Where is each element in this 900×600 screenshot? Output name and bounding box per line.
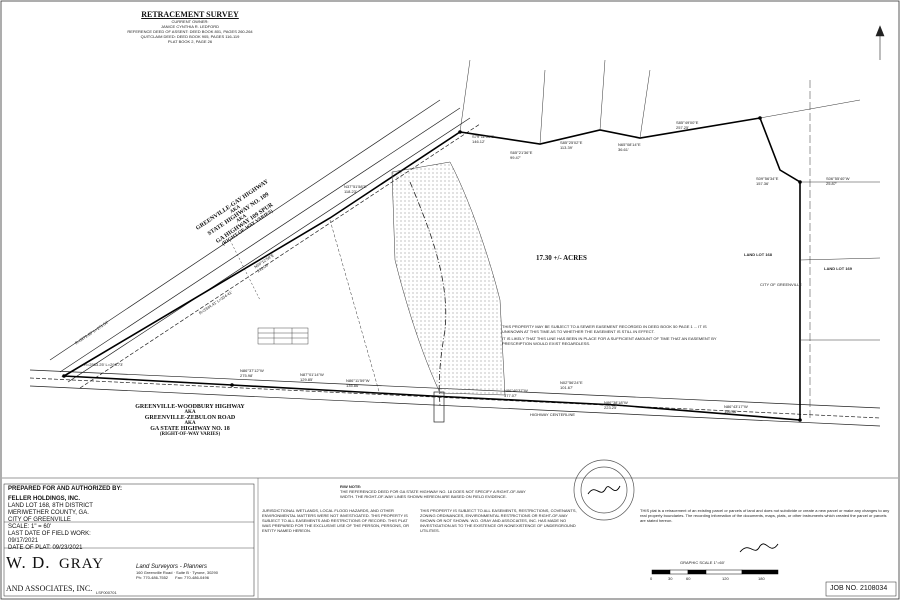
title-block: RETRACEMENT SURVEY CURRENT OWNER: JANICE… bbox=[100, 10, 280, 44]
culvert-symbol bbox=[433, 391, 445, 423]
surveyor-seal bbox=[573, 459, 635, 521]
firm-address: 160 Greenville Road · Suite B · Tyrone, … bbox=[136, 570, 218, 575]
city-label: CITY OF GREENVILLE bbox=[760, 282, 802, 287]
arc-note-0: R=2583.25' L=298.73' bbox=[84, 362, 124, 367]
client-line-2: CITY OF GREENVILLE bbox=[8, 517, 71, 523]
land-lot-169: LAND LOT 169 bbox=[824, 266, 853, 271]
firm-info: Land Surveyors - Planners 160 Greenville… bbox=[136, 564, 256, 580]
plat-ref: PLAT BOOK 2, PAGE 26 bbox=[167, 39, 213, 44]
firm-tagline: Land Surveyors - Planners bbox=[136, 564, 208, 570]
sewer-note: THIS PROPERTY MAY BE SUBJECT TO A SEWER … bbox=[502, 324, 722, 346]
south-hwy-line-4: GA STATE HIGHWAY NO. 18 bbox=[150, 426, 230, 432]
prepared-for-label: PREPARED FOR AND AUTHORIZED BY: bbox=[8, 486, 122, 492]
north-arrow bbox=[875, 25, 885, 60]
acreage-label: 17.30 +/- ACRES bbox=[536, 254, 587, 262]
sewer-note-text: THIS PROPERTY MAY BE SUBJECT TO A SEWER … bbox=[502, 324, 707, 334]
client-line-0: LAND LOT 168, 8TH DISTRICT bbox=[8, 503, 93, 509]
client-line-1: MERIWETHER COUNTY, GA. bbox=[8, 510, 89, 516]
client-line-4: LAST DATE OF FIELD WORK: bbox=[8, 531, 91, 537]
job-number-label: JOB NO. bbox=[830, 585, 859, 592]
centerline-label: HIGHWAY CENTERLINE bbox=[530, 412, 576, 417]
south-hwy-line-0: GREENVILLE-WOODBURY HIGHWAY bbox=[135, 404, 245, 410]
firm-name-gray: GRAY bbox=[58, 556, 105, 572]
client-block: FELLER HOLDINGS, INC. LAND LOT 168, 8TH … bbox=[8, 496, 128, 552]
north-highway-lines bbox=[49, 99, 481, 389]
south-hwy-line-2: GREENVILLE-ZEBULON ROAD bbox=[144, 415, 236, 421]
graphic-scale-bar bbox=[651, 569, 779, 575]
firm-suffix: AND ASSOCIATES, INC. bbox=[6, 584, 93, 593]
south-hwy-line-3: AKA bbox=[184, 421, 196, 426]
rw-note: R/W NOTE: THE REFERENCED DEED FOR GA STA… bbox=[340, 484, 540, 499]
firm-license: LSF000701 bbox=[96, 590, 117, 595]
south-hwy-line-1: AKA bbox=[184, 410, 196, 415]
rw-note-title: R/W NOTE: bbox=[340, 484, 362, 489]
curve-table bbox=[257, 327, 309, 345]
graphic-scale-label: GRAPHIC SCALE 1"=60' bbox=[680, 560, 725, 565]
firm-fax: Fax: 770-486-0496 bbox=[175, 575, 209, 580]
scale-tick-3: 120 bbox=[722, 576, 729, 581]
sewer-note-text-2: IT IS LIKELY THAT THIS LINE HAS BEEN IN … bbox=[502, 336, 717, 346]
south-hwy-line-5: (RIGHT-OF-WAY VARIES) bbox=[159, 432, 221, 437]
scale-tick-2: 60 bbox=[686, 576, 691, 581]
scale-tick-0: 0 bbox=[650, 576, 653, 581]
owner-name: JANICE CYNTHIA R. LEDFORD bbox=[160, 24, 219, 29]
deed-ref-1: REFERENCE DEED OF ASSENT: DEED BOOK 801,… bbox=[127, 29, 253, 34]
scale-tick-1: 30 bbox=[668, 576, 673, 581]
client-line-3: SCALE: 1" = 60' bbox=[8, 524, 52, 530]
firm-phone: Ph: 770-486-7552 bbox=[136, 575, 169, 580]
owner-label: CURRENT OWNER: bbox=[171, 19, 209, 24]
client-name: FELLER HOLDINGS, INC. bbox=[8, 496, 80, 502]
survey-title: RETRACEMENT SURVEY bbox=[141, 10, 239, 19]
south-highway-label: GREENVILLE-WOODBURY HIGHWAY AKA GREENVIL… bbox=[90, 404, 290, 437]
easement-stipple bbox=[391, 161, 506, 396]
client-line-6: DATE OF PLAT: 09/23/2021 bbox=[8, 545, 83, 551]
notes-column-3: THIS plat is a retracement of an existin… bbox=[640, 508, 890, 523]
notes-column-2: THIS PROPERTY IS SUBJECT TO ALL EASEMENT… bbox=[420, 508, 577, 533]
signature-scribble-1 bbox=[587, 485, 621, 495]
job-number: JOB NO. 2108034 bbox=[830, 585, 887, 592]
rw-note-text: THE REFERENCED DEED FOR GA STATE HIGHWAY… bbox=[340, 489, 526, 499]
notes-column-1: JURISDICTIONAL WETLANDS, LOCAL FLOOD HAZ… bbox=[262, 508, 409, 533]
signature-scribble-2 bbox=[739, 543, 779, 553]
land-lot-168: LAND LOT 168 bbox=[744, 252, 773, 257]
scale-tick-4: 180 bbox=[758, 576, 765, 581]
creek-line bbox=[409, 181, 447, 406]
property-boundary bbox=[61, 117, 801, 421]
deed-ref-2: QUITCLAIM DEED: DEED BOOK 905, PAGES 116… bbox=[140, 34, 240, 39]
client-line-5: 09/17/2021 bbox=[8, 538, 39, 544]
firm-contact: Ph: 770-486-7552 Fax: 770-486-0496 bbox=[136, 575, 256, 580]
firm-name-wd: W. D. bbox=[6, 553, 51, 572]
job-number-value: 2108034 bbox=[859, 585, 888, 592]
firm-logo: W. D. GRAY bbox=[6, 553, 126, 573]
prepared-for-block: PREPARED FOR AND AUTHORIZED BY: bbox=[8, 486, 128, 493]
